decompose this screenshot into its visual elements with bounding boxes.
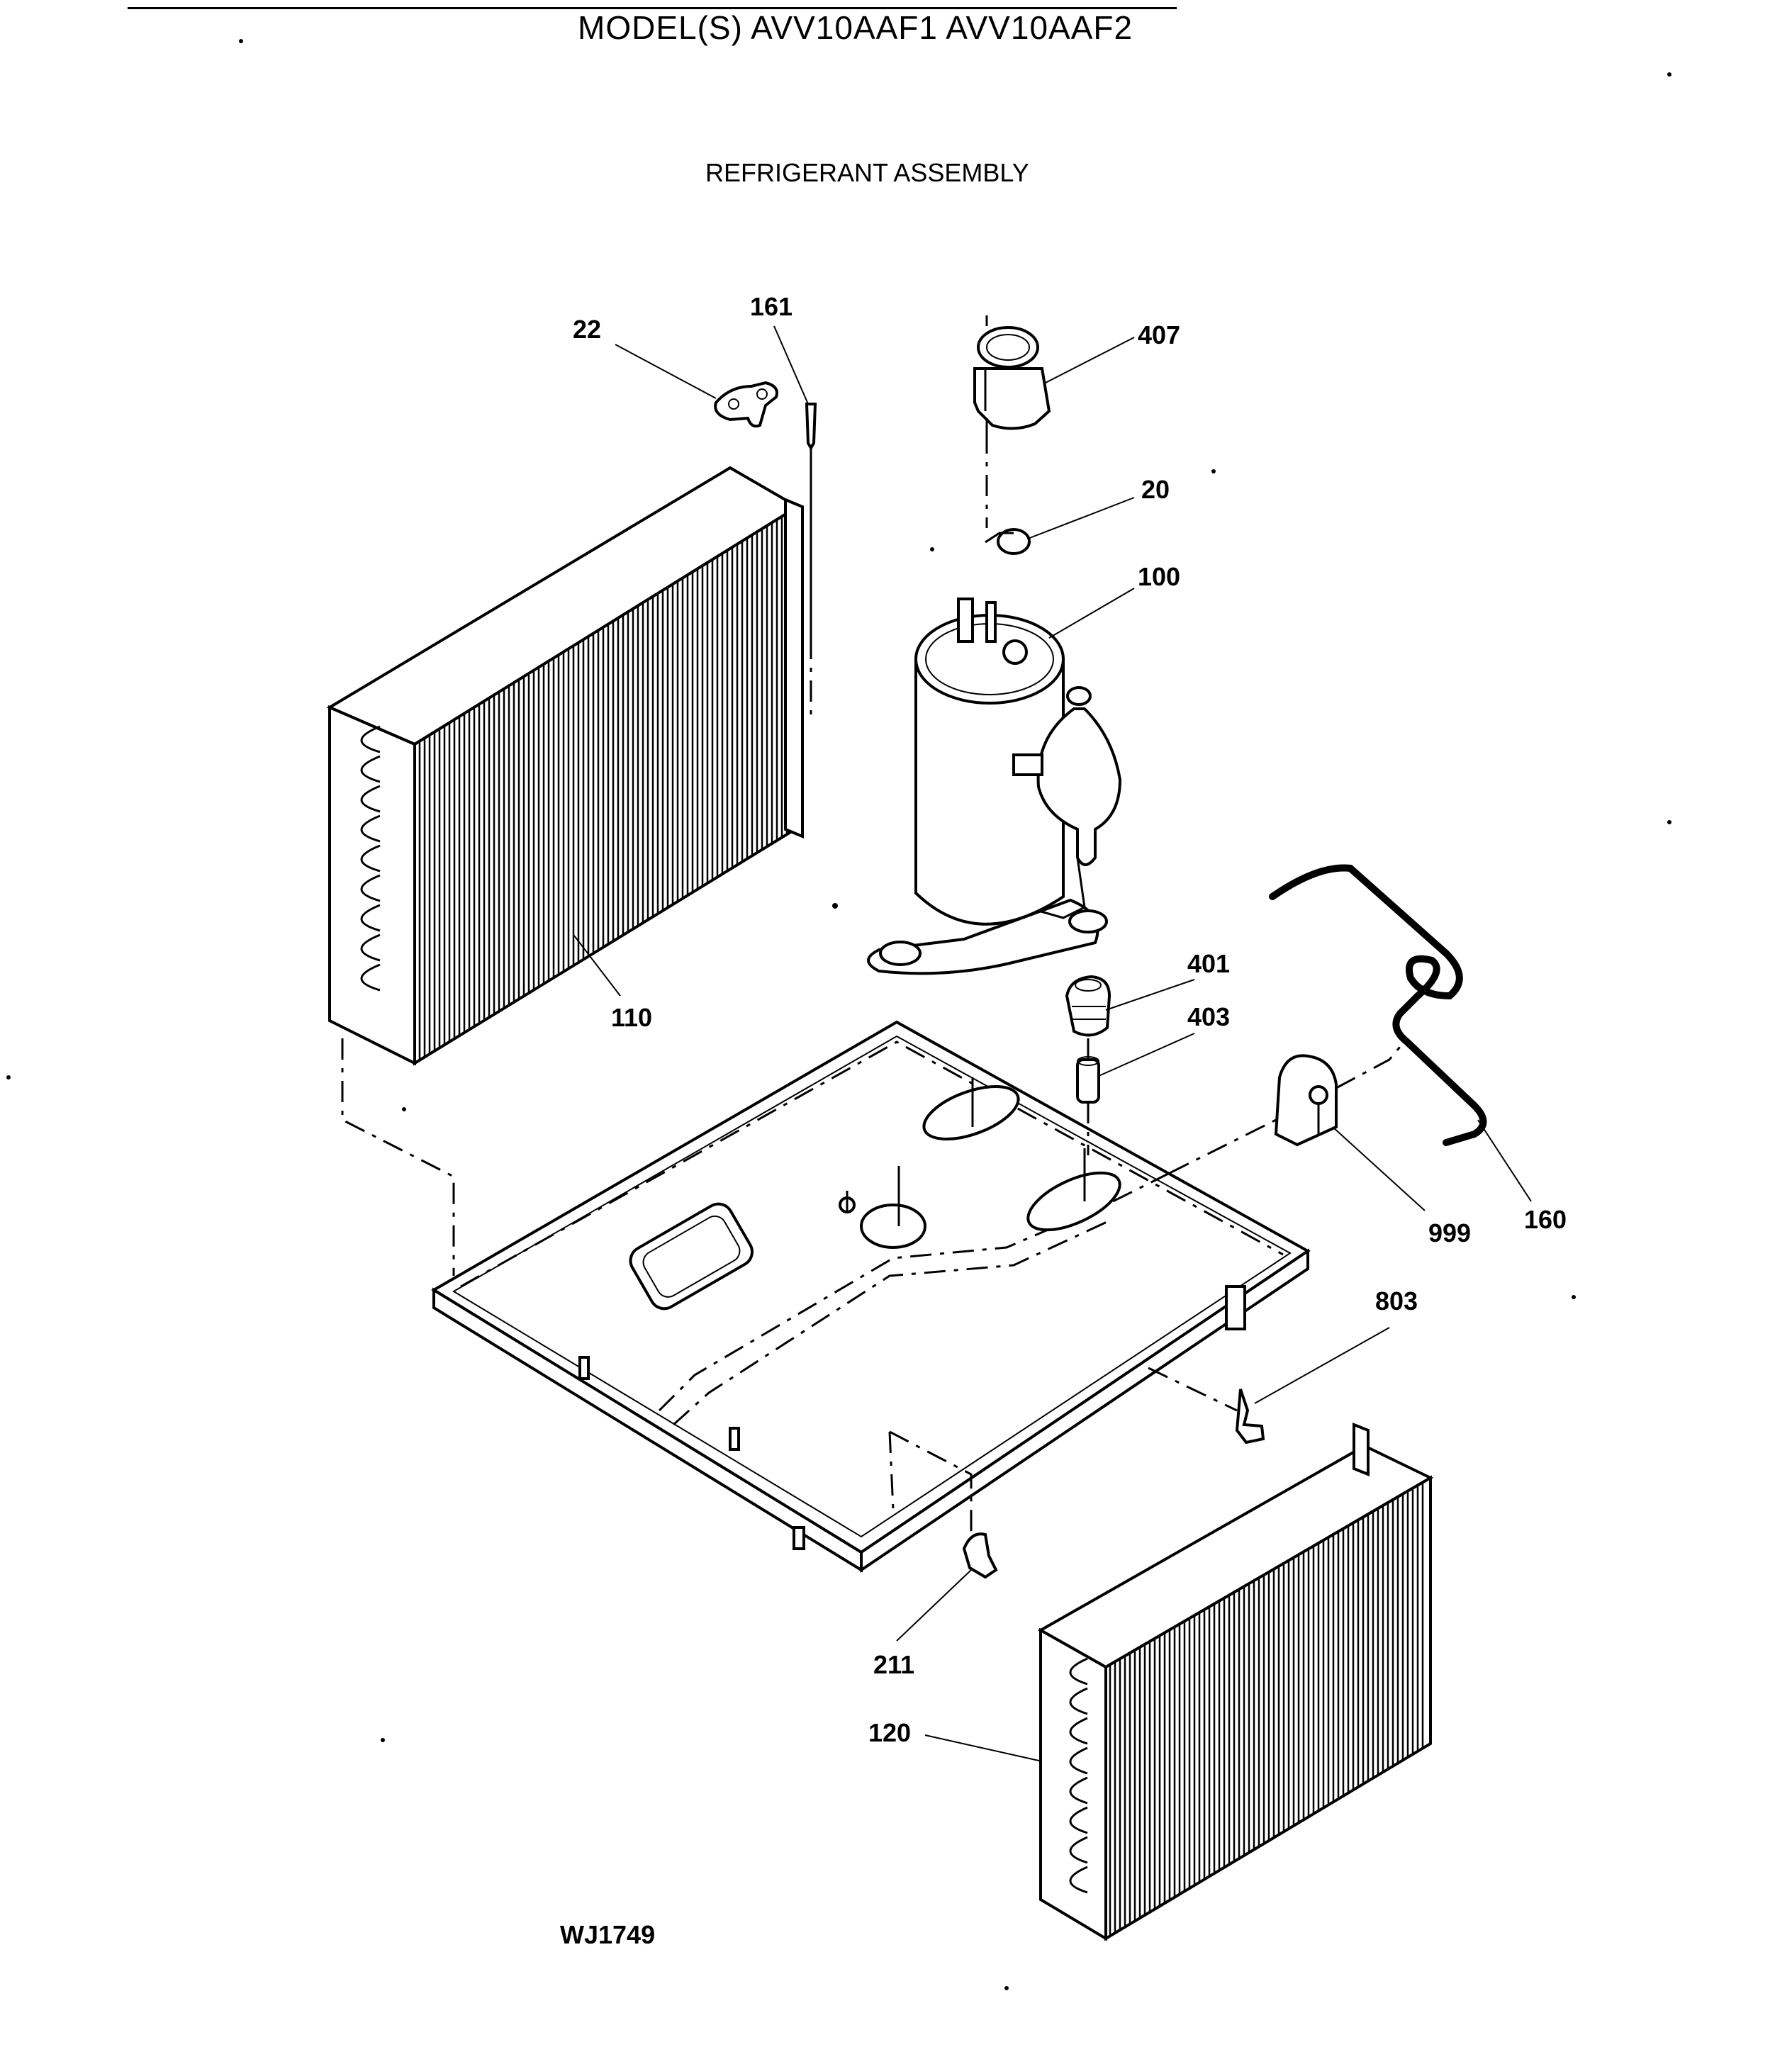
coil-120-fins <box>1109 1482 1424 1936</box>
callout-20: 20 <box>1141 475 1170 504</box>
clip-22 <box>714 381 778 428</box>
callout-999: 999 <box>1428 1218 1471 1247</box>
callout-100: 100 <box>1138 562 1180 591</box>
base-pan <box>431 1020 1311 1573</box>
callout-22: 22 <box>573 315 601 344</box>
callout-407: 407 <box>1138 320 1180 349</box>
coil-110-return-bends <box>360 725 381 992</box>
callout-labels: 22 161 407 20 100 110 401 403 999 160 80… <box>573 292 1567 1747</box>
header-rule <box>128 7 1177 9</box>
overload-protector-20 <box>985 517 1031 555</box>
callout-110: 110 <box>611 1003 652 1032</box>
coil-120 <box>1037 1423 1434 1941</box>
compressor-100 <box>867 598 1122 975</box>
coil-110-fins <box>418 510 793 1060</box>
model-title: MODEL(S) AVV10AAF1 AVV10AAF2 <box>578 9 1133 46</box>
callout-401: 401 <box>1187 949 1230 978</box>
clip-211 <box>962 1532 998 1579</box>
sleeve-403 <box>1076 1056 1100 1104</box>
callout-120: 120 <box>868 1718 911 1747</box>
leader-lines <box>573 325 1532 1762</box>
grommet-401 <box>1065 975 1111 1037</box>
terminal-cover-407 <box>973 315 1051 432</box>
scan-specks <box>6 39 1671 1990</box>
assembly-title: REFRIGERANT ASSEMBLY <box>705 158 1029 187</box>
callout-161: 161 <box>750 292 793 321</box>
coil-110 <box>326 466 804 1066</box>
callout-403: 403 <box>1187 1002 1230 1031</box>
bracket-999 <box>1274 1054 1338 1147</box>
drawing-code: WJ1749 <box>560 1920 656 1949</box>
clip-803 <box>1235 1389 1265 1445</box>
coil-120-return-bends <box>1069 1657 1088 1894</box>
assembly-lines <box>341 432 1409 1535</box>
callout-160: 160 <box>1524 1205 1567 1234</box>
callout-803: 803 <box>1375 1286 1418 1316</box>
capillary-tube-160 <box>1269 864 1487 1146</box>
callout-211: 211 <box>873 1650 914 1679</box>
